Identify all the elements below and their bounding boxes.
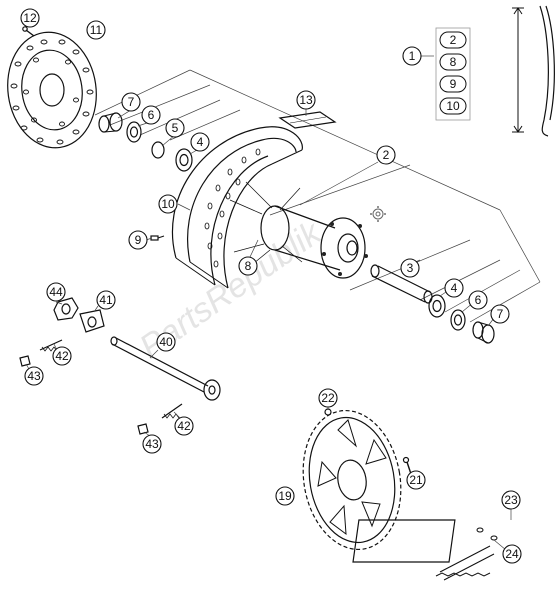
callout-24: 24 (493, 539, 522, 564)
callout-4-right: 4 (439, 278, 464, 298)
adjuster-nut-left (19, 355, 31, 367)
left-seal (126, 121, 142, 143)
callout-9: 9 (128, 230, 153, 250)
disc-screw (22, 26, 35, 37)
svg-text:12: 12 (23, 11, 37, 25)
axle-nut (53, 297, 79, 321)
svg-text:6: 6 (475, 293, 482, 307)
svg-text:24: 24 (505, 547, 519, 561)
svg-text:10: 10 (161, 197, 175, 211)
svg-text:41: 41 (99, 293, 113, 307)
callout-22: 22 (318, 388, 338, 410)
spoke-nipple (150, 235, 165, 241)
svg-text:43: 43 (27, 369, 41, 383)
callout-43-left: 43 (24, 363, 44, 386)
callout-6-right: 6 (461, 290, 488, 313)
svg-text:10: 10 (446, 99, 460, 113)
legend-item-8: 8 (439, 53, 467, 71)
rim-tape (278, 111, 337, 129)
callout-2: 2 (299, 145, 396, 206)
svg-text:6: 6 (148, 108, 155, 122)
svg-text:9: 9 (135, 233, 142, 247)
dimension-marker (512, 5, 555, 137)
svg-text:2: 2 (383, 148, 390, 162)
svg-text:4: 4 (451, 281, 458, 295)
callout-7-left: 7 (117, 92, 141, 119)
svg-text:9: 9 (450, 77, 457, 91)
legend-item-9: 9 (439, 75, 467, 93)
svg-text:7: 7 (128, 95, 135, 109)
svg-text:19: 19 (278, 489, 292, 503)
gear-icon (370, 206, 386, 222)
hub (229, 181, 368, 279)
svg-text:43: 43 (145, 437, 159, 451)
callout-43-right: 43 (142, 431, 162, 454)
adjuster-nut-right (137, 423, 149, 435)
svg-text:7: 7 (497, 307, 504, 321)
svg-text:5: 5 (172, 121, 179, 135)
svg-text:4: 4 (197, 135, 204, 149)
callout-41: 41 (93, 290, 116, 313)
svg-text:42: 42 (55, 349, 69, 363)
legend-group-callout: 1 (402, 46, 422, 66)
legend-item-2: 2 (439, 31, 467, 49)
callout-23: 23 (501, 490, 521, 520)
svg-text:44: 44 (49, 285, 63, 299)
callout-3: 3 (400, 258, 421, 278)
svg-text:21: 21 (409, 473, 423, 487)
rim (171, 126, 303, 289)
chain-adjuster (79, 309, 105, 333)
svg-text:23: 23 (504, 493, 518, 507)
callout-40: 40 (149, 332, 176, 359)
svg-text:13: 13 (299, 93, 313, 107)
callout-6-left: 6 (137, 105, 161, 127)
svg-text:3: 3 (407, 261, 414, 275)
adjuster-screw-right (161, 403, 183, 419)
callout-12: 12 (20, 8, 40, 28)
callout-11: 11 (86, 20, 106, 40)
callout-19: 19 (275, 486, 295, 506)
right-seal (450, 309, 466, 331)
spacer-tube (370, 264, 433, 304)
callout-4-left: 4 (189, 132, 210, 155)
component-legend: 1 2 8 9 10 (402, 27, 471, 121)
svg-text:40: 40 (159, 335, 173, 349)
axle (110, 336, 221, 401)
callout-44: 44 (46, 282, 66, 305)
chain-kit (352, 519, 498, 581)
callout-5: 5 (161, 118, 185, 147)
svg-text:8: 8 (450, 55, 457, 69)
svg-text:8: 8 (245, 259, 252, 273)
right-bearing (428, 294, 446, 318)
svg-text:11: 11 (90, 23, 103, 37)
callout-8: 8 (238, 239, 259, 276)
left-spacer (98, 112, 123, 133)
left-bearing (175, 148, 193, 172)
svg-text:22: 22 (321, 391, 335, 405)
callout-42-right: 42 (173, 411, 194, 436)
right-spacer (472, 321, 495, 344)
assembly-axis-lines (94, 69, 541, 323)
sprocket-screw (402, 456, 412, 475)
callout-21: 21 (406, 469, 426, 490)
svg-text:42: 42 (177, 419, 191, 433)
callout-42-left: 42 (52, 343, 72, 366)
circlip (151, 141, 165, 159)
callout-13: 13 (296, 90, 316, 116)
callout-10: 10 (158, 194, 191, 214)
sprocket (302, 409, 402, 551)
svg-text:2: 2 (450, 33, 457, 47)
legend-item-10: 10 (439, 97, 467, 115)
brake-disc (7, 31, 97, 149)
callout-7-right: 7 (487, 304, 510, 327)
svg-text:1: 1 (409, 49, 416, 63)
